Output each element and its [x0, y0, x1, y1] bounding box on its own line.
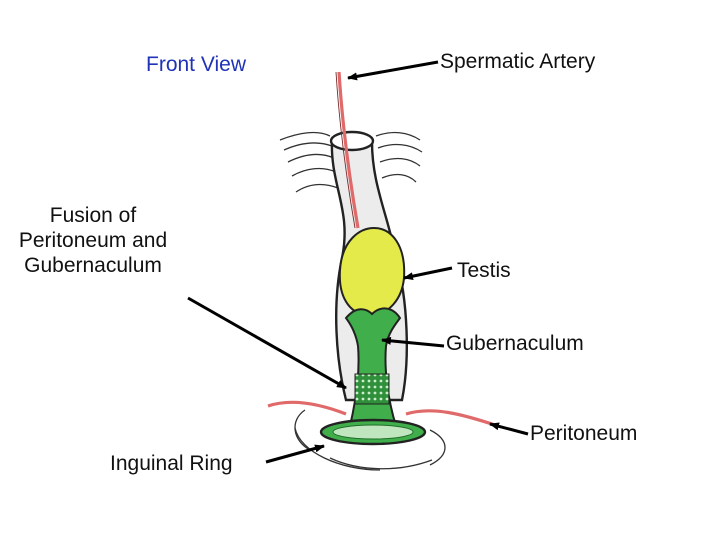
fusion-label: Fusion of Peritoneum and Gubernaculum	[18, 204, 168, 278]
peritoneum-right	[405, 409, 499, 428]
fusion-mesh	[354, 373, 390, 405]
front-view-title: Front View	[146, 53, 246, 76]
arrow-inguinal-ring	[265, 444, 325, 464]
sleeve-opening	[329, 130, 375, 152]
inguinal-ring-label: Inguinal Ring	[110, 452, 233, 475]
arrow-spermatic-artery	[347, 60, 439, 81]
peritoneum-left	[267, 400, 347, 416]
spermatic-artery	[337, 71, 360, 229]
testis-label: Testis	[457, 259, 511, 282]
peritoneum-folds	[279, 131, 446, 471]
inguinal-ring-inner	[332, 424, 414, 440]
arrow-gubernaculum	[381, 336, 445, 348]
arrow-fusion	[187, 296, 347, 390]
arrow-peritoneum	[489, 422, 529, 436]
peritoneum-label: Peritoneum	[530, 422, 638, 445]
arrow-testis	[403, 266, 453, 281]
pointer-arrows	[187, 60, 529, 464]
testis	[338, 226, 406, 318]
gubernaculum-label: Gubernaculum	[446, 332, 584, 355]
spermatic-artery-label: Spermatic Artery	[440, 50, 596, 73]
spermatic-artery-outline	[335, 71, 356, 229]
